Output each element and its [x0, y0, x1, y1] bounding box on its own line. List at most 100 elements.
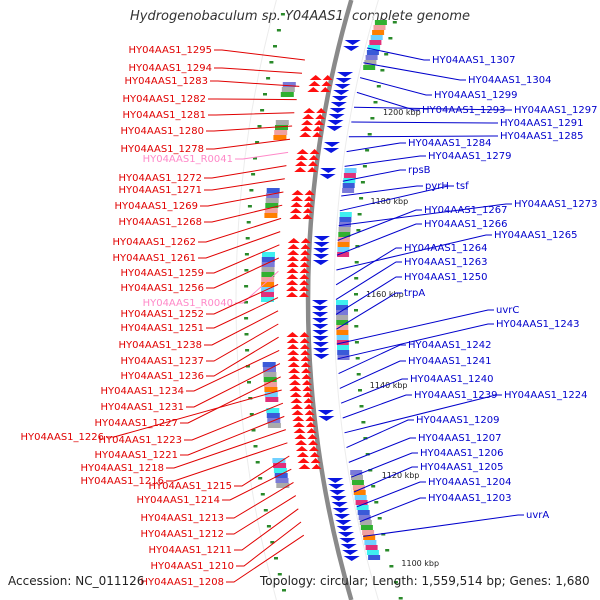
right-gene-label: tsf — [456, 181, 469, 192]
reverse-gene-arrow — [307, 167, 318, 172]
reverse-gene-arrow — [308, 81, 321, 86]
right-label-leader — [363, 62, 466, 81]
right-gene-label: HY04AAS1_1241 — [408, 356, 491, 367]
right-gene-label: HY04AAS1_1307 — [432, 55, 515, 66]
right-gene-label: HY04AAS1_1243 — [496, 319, 579, 330]
right-label-leader — [342, 169, 406, 182]
cog-color-block — [363, 535, 376, 540]
forward-gene-arrow — [312, 312, 329, 317]
cog-color-block — [336, 325, 349, 330]
cog-color-block — [350, 470, 363, 475]
tick-mark — [384, 53, 389, 56]
forward-gene-arrow — [312, 260, 329, 265]
tick-mark — [244, 285, 249, 288]
tick-mark — [355, 245, 360, 248]
forward-gene-arrow — [313, 242, 330, 247]
tick-mark — [260, 109, 265, 112]
forward-gene-arrow — [338, 532, 354, 537]
cog-color-block — [273, 468, 287, 473]
reverse-gene-arrow — [308, 440, 319, 445]
cog-color-block — [261, 257, 275, 262]
cog-color-block — [267, 423, 281, 428]
cog-color-block — [261, 282, 275, 287]
cog-color-block — [275, 120, 289, 125]
left-gene-label: HY04AAS1_1268 — [119, 217, 202, 228]
forward-gene-arrow — [312, 330, 329, 335]
reverse-gene-arrow — [287, 250, 300, 255]
reverse-gene-arrow — [286, 332, 299, 337]
tick-mark — [385, 549, 390, 552]
reverse-gene-arrow — [310, 458, 321, 463]
reverse-gene-arrow — [299, 256, 310, 261]
left-label-leader — [234, 508, 299, 551]
right-label-leader — [363, 514, 524, 537]
right-gene-label: HY04AAS1_1205 — [420, 462, 503, 473]
right-label-leader — [336, 234, 492, 271]
cog-color-block — [355, 500, 368, 505]
forward-gene-arrow — [312, 324, 329, 329]
reverse-gene-arrow — [304, 410, 315, 415]
right-gene-label: HY04AAS1_1264 — [404, 243, 487, 254]
tick-mark — [253, 157, 257, 160]
cog-color-block — [261, 272, 275, 277]
cog-color-block — [337, 350, 350, 355]
left-label-leader — [204, 204, 283, 223]
left-label-leader — [186, 363, 281, 408]
reverse-gene-arrow — [300, 362, 311, 367]
left-gene-label: HY04AAS1_1208 — [141, 577, 224, 588]
cog-color-block — [273, 135, 287, 140]
forward-gene-arrow — [327, 120, 344, 125]
right-gene-label: pyrH — [425, 181, 449, 192]
reverse-gene-arrow — [288, 374, 301, 379]
right-gene-label: rpsB — [408, 165, 431, 176]
tick-mark — [246, 221, 251, 224]
left-gene-label: HY04AAS1_1237 — [121, 356, 204, 367]
left-label-leader — [226, 534, 305, 583]
right-label-leader — [351, 121, 498, 124]
right-label-leader — [353, 106, 512, 111]
reverse-gene-arrow — [295, 161, 307, 166]
forward-gene-arrow — [327, 478, 344, 483]
cog-color-block — [337, 237, 350, 242]
tick-mark — [361, 421, 366, 424]
left-gene-label: HY04AAS1_1213 — [141, 513, 224, 524]
reverse-gene-arrow — [299, 344, 310, 349]
reverse-gene-arrow — [306, 428, 317, 433]
left-gene-label: HY04AAS1_1259 — [121, 268, 204, 279]
left-label-leader — [206, 323, 279, 362]
reverse-gene-arrow — [287, 356, 300, 361]
tick-mark — [280, 13, 285, 16]
tick-mark — [358, 389, 362, 392]
left-label-leader — [106, 389, 282, 438]
reverse-gene-arrow — [301, 120, 314, 125]
reverse-gene-arrow — [291, 410, 304, 415]
right-label-leader — [340, 378, 408, 404]
scale-label: 1180 kbp — [371, 197, 409, 206]
left-gene-label: HY04AAS1_1262 — [113, 237, 196, 248]
reverse-gene-arrow — [291, 404, 303, 409]
forward-gene-arrow — [318, 416, 335, 421]
reverse-gene-arrow — [309, 75, 322, 80]
reverse-gene-arrow — [322, 75, 333, 80]
left-gene-label: HY04AAS1_1252 — [121, 309, 204, 320]
left-label-leader — [234, 455, 290, 487]
reverse-gene-arrow — [320, 87, 331, 92]
cog-color-block — [339, 212, 352, 217]
right-gene-label: HY04AAS1_1273 — [514, 199, 597, 210]
tick-mark — [276, 29, 281, 32]
reverse-gene-arrow — [297, 458, 310, 463]
reverse-gene-arrow — [300, 356, 311, 361]
reverse-gene-arrow — [313, 126, 324, 131]
tick-mark — [354, 261, 359, 264]
right-label-leader — [336, 292, 402, 330]
reverse-gene-arrow — [299, 338, 310, 343]
left-gene-label: HY04AAS1_1278 — [121, 144, 204, 155]
reverse-gene-arrow — [289, 380, 301, 385]
reverse-gene-arrow — [304, 190, 315, 195]
reverse-gene-arrow — [289, 208, 302, 213]
cog-color-block — [336, 300, 348, 305]
forward-gene-arrow — [330, 102, 347, 107]
right-label-leader — [348, 135, 498, 138]
right-label-leader — [338, 344, 406, 375]
cog-color-block — [358, 515, 371, 520]
